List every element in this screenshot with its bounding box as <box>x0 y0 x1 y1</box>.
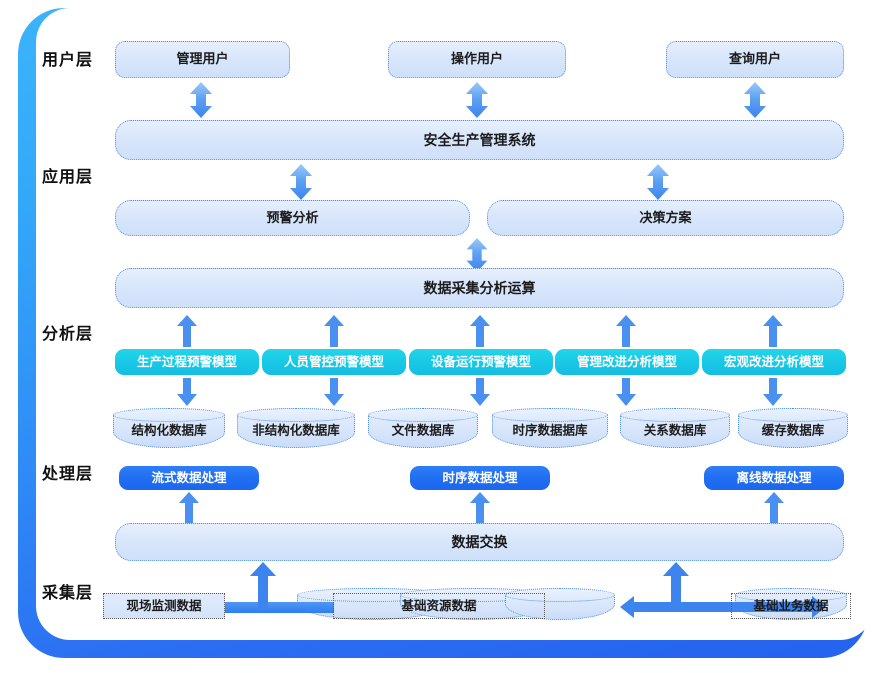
arrow-up-down-icon-user-admin <box>189 82 213 118</box>
cylinder-top <box>368 408 478 422</box>
model-chip-equipment[interactable]: 设备运行预警模型 <box>409 349 553 375</box>
arrow-down-icon-db-1 <box>323 378 345 406</box>
arrow-down-icon-db-0 <box>176 378 198 406</box>
arrow-down-icon-db-2 <box>469 378 491 406</box>
source-box-field-monitoring[interactable]: 现场监测数据 <box>103 593 225 619</box>
arrow-up-icon-source-right <box>662 562 690 610</box>
database-label: 关系数据库 <box>643 423 707 438</box>
arrow-up-down-icon-warning-analysis <box>289 164 313 200</box>
database-label: 时序数据据库 <box>512 423 588 438</box>
processing-chip-timeseries[interactable]: 时序数据处理 <box>410 466 550 490</box>
database-label: 非结构化数据库 <box>252 423 340 438</box>
database-cylinder-icon-cache[interactable]: 缓存数据库 <box>738 408 848 448</box>
cylinder-top <box>237 408 355 422</box>
arrow-up-icon-model-4 <box>762 315 784 347</box>
arrow-up-icon-model-0 <box>176 315 198 347</box>
database-cylinder-icon-timeseries[interactable]: 时序数据据库 <box>492 408 608 448</box>
layer-label-process: 处理层 <box>42 466 94 483</box>
arrow-left-right-icon-sources <box>620 596 826 618</box>
cylinder-body <box>620 415 730 448</box>
database-cylinder-icon-unstructured[interactable]: 非结构化数据库 <box>237 408 355 448</box>
arrow-up-down-icon-decision-plan <box>646 164 670 200</box>
layer-label-collection: 采集层 <box>42 585 94 602</box>
system-box[interactable]: 安全生产管理系统 <box>115 120 844 160</box>
data-exchange-box[interactable]: 数据交换 <box>115 523 844 561</box>
arrow-up-icon-source-left <box>249 562 277 610</box>
model-chip-production[interactable]: 生产过程预警模型 <box>115 349 259 375</box>
arrow-up-down-icon-user-query <box>743 82 767 118</box>
database-cylinder-icon-structured[interactable]: 结构化数据库 <box>113 408 225 448</box>
arrow-up-icon-model-3 <box>615 315 637 347</box>
connector-bar-left <box>214 602 334 613</box>
arrow-up-icon-model-1 <box>323 315 345 347</box>
arrow-up-down-icon-user-operator <box>465 82 489 118</box>
user-box-admin[interactable]: 管理用户 <box>115 41 290 78</box>
model-chip-personnel[interactable]: 人员管控预警模型 <box>262 349 406 375</box>
database-cylinder-icon-file[interactable]: 文件数据库 <box>368 408 478 448</box>
app-box-warning-analysis[interactable]: 预警分析 <box>115 200 470 236</box>
layer-label-analysis: 分析层 <box>42 326 94 343</box>
layer-label-user: 用户层 <box>42 52 94 69</box>
app-box-decision-plan[interactable]: 决策方案 <box>487 200 844 236</box>
layer-label-app: 应用层 <box>42 169 94 186</box>
database-label: 缓存数据库 <box>761 423 825 438</box>
database-cylinder-icon-resource-c <box>505 588 615 620</box>
source-box-basic-resource[interactable]: 基础资源数据 <box>333 593 545 619</box>
model-chip-macro[interactable]: 宏观改进分析模型 <box>702 349 846 375</box>
database-label: 结构化数据库 <box>131 423 207 438</box>
arrow-up-down-icon-compute <box>465 238 489 272</box>
cylinder-top <box>735 588 847 602</box>
compute-box[interactable]: 数据采集分析运算 <box>115 268 844 308</box>
cylinder-top <box>738 408 848 422</box>
arrow-down-icon-db-3 <box>615 378 637 406</box>
arrow-up-icon-stream <box>178 492 200 528</box>
cylinder-top <box>113 408 225 422</box>
user-box-operator[interactable]: 操作用户 <box>388 41 566 78</box>
arrow-up-icon-model-2 <box>469 315 491 347</box>
cylinder-top <box>492 408 608 422</box>
user-box-query[interactable]: 查询用户 <box>666 41 844 78</box>
arrow-up-icon-offline <box>763 492 785 528</box>
database-cylinder-icon-relational[interactable]: 关系数据库 <box>620 408 730 448</box>
model-chip-management[interactable]: 管理改进分析模型 <box>555 349 699 375</box>
processing-chip-offline[interactable]: 离线数据处理 <box>704 466 844 490</box>
cylinder-top <box>620 408 730 422</box>
source-box-basic-business[interactable]: 基础业务数据 <box>731 593 851 619</box>
arrow-down-icon-db-4 <box>762 378 784 406</box>
arrow-up-icon-timeseries <box>469 492 491 528</box>
database-label: 文件数据库 <box>391 423 455 438</box>
processing-chip-stream[interactable]: 流式数据处理 <box>119 466 259 490</box>
cylinder-top <box>505 588 615 602</box>
cylinder-body <box>237 415 355 448</box>
